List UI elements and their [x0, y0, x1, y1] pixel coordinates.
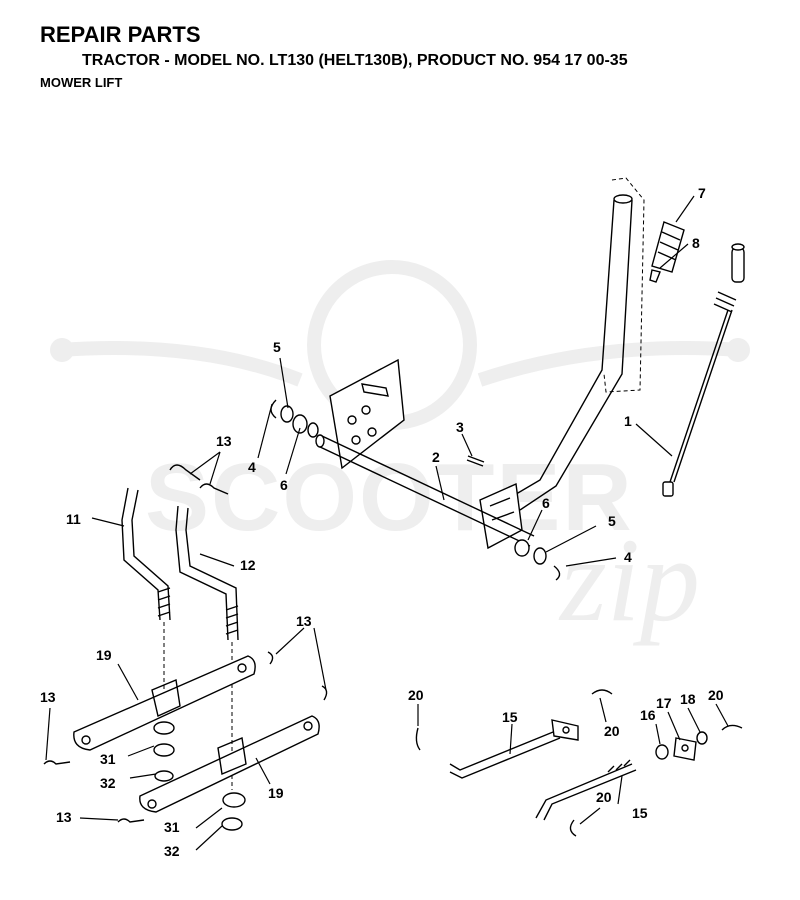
callout-12: 12 — [240, 557, 256, 573]
callout-31-left: 31 — [100, 751, 116, 767]
callout-19-lower: 19 — [268, 785, 284, 801]
callout-7: 7 — [698, 185, 706, 201]
callout-18: 18 — [680, 691, 696, 707]
callout-16: 16 — [640, 707, 656, 723]
handle-grip — [651, 221, 685, 273]
callout-4-left: 4 — [248, 459, 256, 475]
hairpin-clips-13 — [43, 464, 328, 823]
leader-lines — [45, 195, 729, 851]
callout-6-right: 6 — [542, 495, 550, 511]
callout-20-lower: 20 — [596, 789, 612, 805]
callout-1: 1 — [624, 413, 632, 429]
callout-3: 3 — [456, 419, 464, 435]
callout-17: 17 — [656, 695, 672, 711]
page-title: REPAIR PARTS — [40, 22, 201, 47]
grip-pin — [649, 269, 661, 283]
section-title: MOWER LIFT — [40, 75, 123, 90]
callout-19-upper: 19 — [96, 647, 112, 663]
callout-13-bottom: 13 — [56, 809, 72, 825]
callout-2: 2 — [432, 449, 440, 465]
callout-32-right: 32 — [164, 843, 180, 859]
spacer-nut-right — [221, 792, 246, 831]
callout-15-lower: 15 — [632, 805, 648, 821]
lift-handle — [479, 177, 645, 550]
lift-shaft — [315, 434, 535, 547]
watermark-suffix: zip — [558, 513, 700, 646]
model-subtitle: TRACTOR - MODEL NO. LT130 (HELT130B), PR… — [82, 52, 628, 69]
cotter-pin — [466, 455, 485, 467]
callout-6-left: 6 — [280, 477, 288, 493]
callout-labels: 1 2 3 4 4 5 5 6 6 7 8 11 12 13 13 13 13 … — [40, 185, 724, 859]
hardware-left — [270, 399, 319, 438]
callout-15-upper: 15 — [502, 709, 518, 725]
lift-arm-upper — [73, 655, 256, 751]
callout-13-right: 13 — [296, 613, 312, 629]
callout-5-right: 5 — [608, 513, 616, 529]
hardware-right — [514, 539, 561, 581]
callout-32-left: 32 — [100, 775, 116, 791]
callout-13-left: 13 — [40, 689, 56, 705]
callout-8: 8 — [692, 235, 700, 251]
callout-20-mid: 20 — [604, 723, 620, 739]
watermark: SCOOTER zip — [50, 260, 750, 646]
callout-4-right: 4 — [624, 549, 632, 565]
spacer-nut-left — [153, 721, 175, 782]
callout-20-left: 20 — [408, 687, 424, 703]
callout-31-right: 31 — [164, 819, 180, 835]
lift-arm-lower — [139, 715, 320, 813]
callout-20-right: 20 — [708, 687, 724, 703]
callout-13-top: 13 — [216, 433, 232, 449]
adjust-rod-lower — [535, 759, 637, 821]
lift-spring-rod — [662, 243, 745, 497]
callout-5-left: 5 — [273, 339, 281, 355]
hairpin-clips-20 — [415, 689, 743, 837]
adjust-hardware — [655, 731, 708, 761]
adjust-rod-upper — [449, 719, 579, 779]
callout-11: 11 — [66, 511, 81, 527]
